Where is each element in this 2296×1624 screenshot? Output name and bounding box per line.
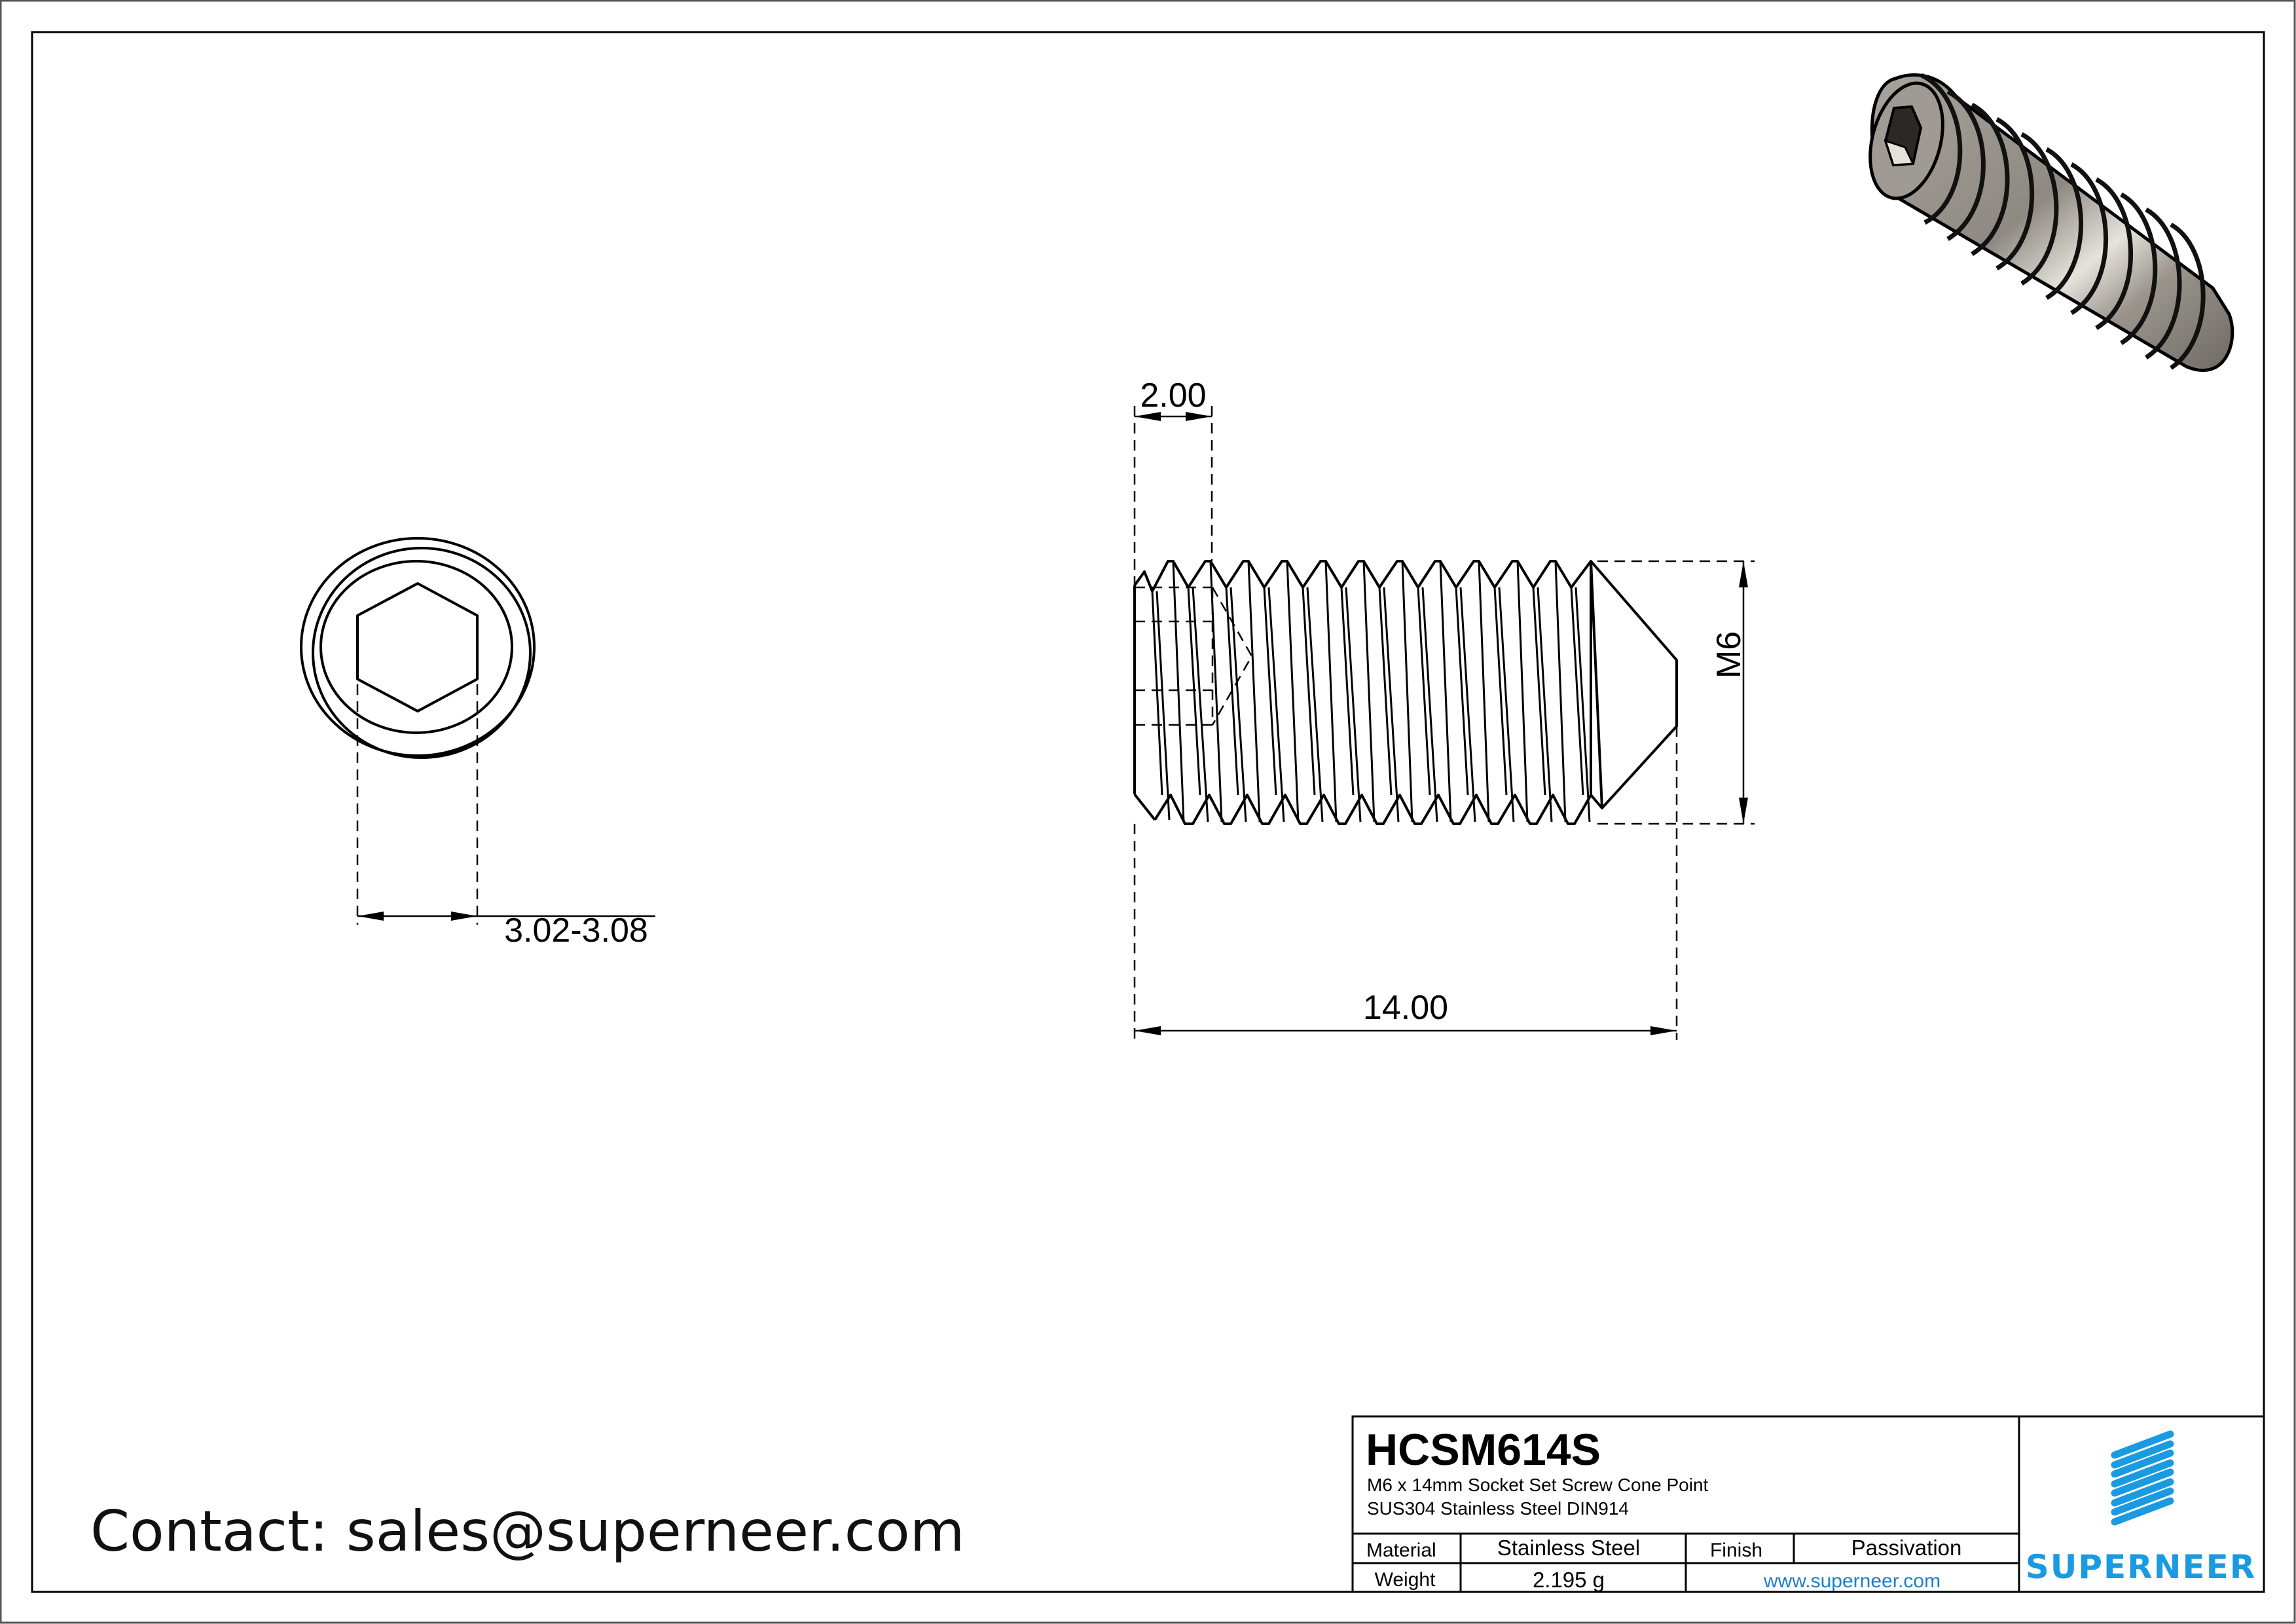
thread-size-dimension: M6 <box>1710 631 1748 678</box>
material-value: Stainless Steel <box>1497 1536 1640 1560</box>
website-link[interactable]: www.superneer.com <box>1763 1570 1941 1592</box>
superneer-logo-icon <box>2111 1430 2174 1526</box>
description-line-1: M6 x 14mm Socket Set Screw Cone Point <box>1367 1475 1709 1495</box>
isometric-render <box>1868 73 2234 373</box>
drawing-frame <box>31 31 2265 1593</box>
description-line-2: SUS304 Stainless Steel DIN914 <box>1367 1498 1629 1519</box>
part-number: HCSM614S <box>1366 1425 1601 1475</box>
chamfer-circle <box>319 560 513 734</box>
brand-name: SUPERNEER <box>2026 1548 2257 1586</box>
weight-value: 2.195 g <box>1533 1568 1605 1592</box>
contact-email: Contact: sales@superneer.com <box>90 1499 964 1564</box>
outer-thread-circle <box>300 537 536 757</box>
title-block: HCSM614S M6 x 14mm Socket Set Screw Cone… <box>1351 1415 2265 1593</box>
length-dimension: 14.00 <box>1363 989 1448 1027</box>
material-label: Material <box>1366 1540 1436 1561</box>
socket-depth-dimension: 2.00 <box>1140 377 1206 415</box>
thread-start-circle <box>312 547 532 759</box>
front-view: 3.02-3.08 <box>300 537 655 950</box>
finish-label: Finish <box>1710 1540 1762 1561</box>
weight-label: Weight <box>1375 1569 1436 1591</box>
hex-size-dimension: 3.02-3.08 <box>504 912 648 950</box>
side-view: 2.00 M6 14.00 <box>1133 377 1755 1040</box>
hex-socket <box>356 582 479 712</box>
finish-value: Passivation <box>1851 1536 1962 1560</box>
